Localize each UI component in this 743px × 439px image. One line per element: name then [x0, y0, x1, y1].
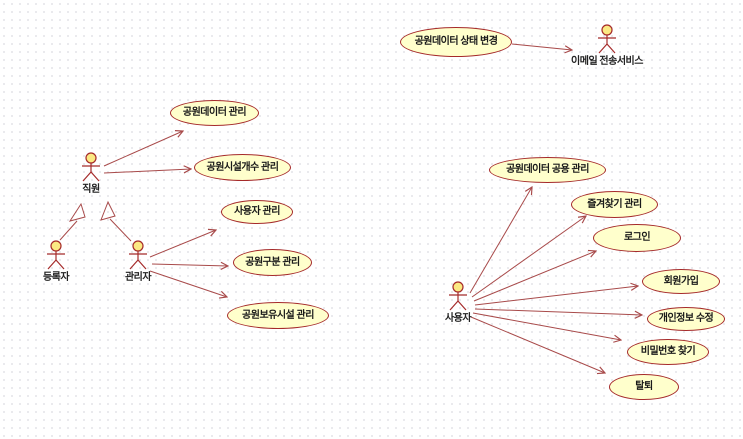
usecase-label: 즐겨찾기 관리 — [587, 198, 642, 210]
association-user-to-login[interactable] — [473, 251, 596, 302]
actor-stick-figure-icon — [47, 240, 65, 270]
usecase-login[interactable]: 로그인 — [593, 224, 681, 252]
actor-label: 직원 — [82, 184, 100, 195]
actor-user[interactable]: 사용자 — [403, 281, 513, 324]
association-status-to-email[interactable] — [511, 43, 572, 50]
association-manager-to-category[interactable] — [151, 264, 228, 266]
usecase-park-facility-count-mgmt[interactable]: 공원시설개수 관리 — [194, 154, 291, 181]
usecase-park-data-mgmt[interactable]: 공원데이터 관리 — [170, 100, 259, 126]
association-user-to-publicmgmt[interactable] — [469, 187, 532, 294]
actor-stick-figure-icon — [129, 240, 147, 270]
association-manager-to-ownedfacility[interactable] — [149, 270, 227, 297]
actor-label: 이메일 전송서비스 — [571, 56, 643, 67]
usecase-park-data-public-mgmt[interactable]: 공원데이터 공용 관리 — [489, 157, 606, 183]
association-user-to-profileedit[interactable] — [474, 308, 642, 315]
usecase-label: 공원데이터 상태 변경 — [414, 36, 498, 47]
actor-registrant[interactable]: 등록자 — [1, 240, 111, 283]
usecase-label: 공원데이터 공용 관리 — [506, 164, 589, 175]
usecase-label: 공원시설개수 관리 — [206, 161, 279, 173]
usecase-label: 비밀번호 찾기 — [640, 346, 696, 357]
association-user-to-withdraw[interactable] — [470, 316, 605, 373]
association-manager-to-usermgmt[interactable] — [149, 230, 216, 258]
generalization-registrant-line[interactable] — [59, 220, 78, 241]
actor-label: 사용자 — [444, 313, 472, 324]
actor-manager[interactable]: 관리자 — [83, 240, 193, 283]
usecase-label: 개인정보 수정 — [658, 313, 714, 324]
usecase-personal-info-edit[interactable]: 개인정보 수정 — [647, 307, 725, 331]
actor-staff[interactable]: 직원 — [36, 152, 146, 195]
association-staff-to-parkdata[interactable] — [103, 131, 183, 167]
actor-stick-figure-icon — [598, 24, 616, 54]
actor-stick-figure-icon — [449, 281, 467, 311]
actor-label: 등록자 — [42, 272, 70, 283]
usecase-label: 공원보유시설 관리 — [242, 309, 314, 321]
actor-email-service[interactable]: 이메일 전송서비스 — [552, 24, 662, 67]
usecase-label: 탈퇴 — [635, 381, 653, 392]
usecase-label: 공원구분 관리 — [245, 256, 300, 268]
association-user-to-signup[interactable] — [474, 286, 638, 306]
usecase-label: 로그인 — [623, 232, 651, 243]
usecase-park-data-status-change[interactable]: 공원데이터 상태 변경 — [400, 27, 512, 57]
association-user-to-favorites[interactable] — [471, 216, 586, 298]
usecase-label: 사용자 관리 — [234, 206, 280, 217]
usecase-password-find[interactable]: 비밀번호 찾기 — [627, 339, 709, 365]
usecase-signup[interactable]: 회원가입 — [642, 269, 720, 294]
generalization-registrant-triangle — [68, 202, 86, 222]
usecase-favorites-mgmt[interactable]: 즐겨찾기 관리 — [571, 191, 658, 218]
generalization-manager-triangle — [100, 200, 116, 221]
association-user-to-passwordfind[interactable] — [472, 312, 621, 340]
actor-stick-figure-icon — [82, 152, 100, 182]
usecase-withdraw[interactable]: 탈퇴 — [609, 374, 679, 400]
generalization-manager-line[interactable] — [109, 218, 132, 242]
usecase-user-mgmt[interactable]: 사용자 관리 — [221, 200, 293, 224]
actor-label: 관리자 — [124, 272, 152, 283]
usecase-label: 회원가입 — [663, 275, 699, 287]
usecase-label: 공원데이터 관리 — [182, 107, 247, 118]
association-staff-to-facilitycount[interactable] — [103, 169, 191, 174]
usecase-park-owned-facility-mgmt[interactable]: 공원보유시설 관리 — [227, 302, 329, 329]
usecase-park-category-mgmt[interactable]: 공원구분 관리 — [233, 249, 312, 276]
